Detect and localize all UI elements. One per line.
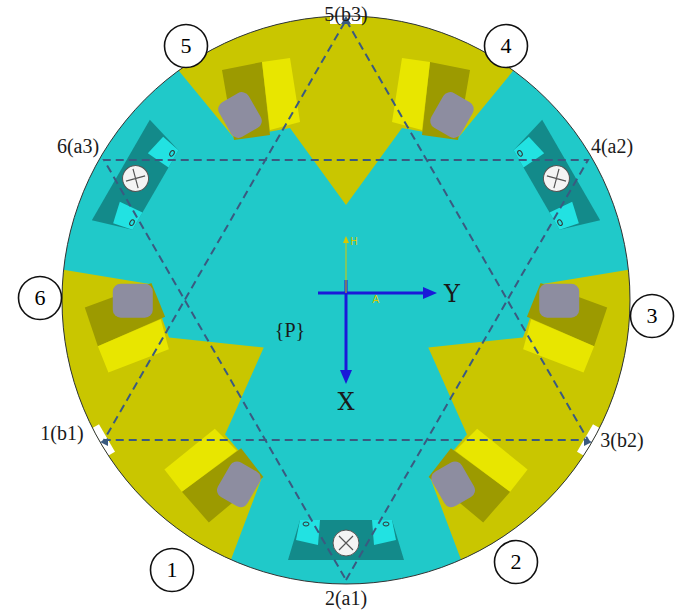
cad-axis-label: A [373,295,380,305]
joint-label: 3(b2) [600,430,643,450]
cad-axis-label: H [350,237,358,247]
callout-number: 6 [35,285,46,311]
joint-label: 2(a1) [325,588,367,608]
callout-circle: 2 [493,539,539,585]
callout-number: 4 [501,33,512,59]
axis-label: Y [444,282,460,306]
callout-circle: 1 [149,547,195,593]
callout-number: 5 [181,33,192,59]
joint-label: 1(b1) [40,423,83,443]
callout-number: 1 [167,557,178,583]
callout-circle: 4 [483,23,529,69]
callout-circle: 3 [629,293,675,339]
axis-label: X [337,390,354,414]
joint-label: {P} [275,320,305,340]
callout-number: 3 [647,303,658,329]
joint-label: 6(a3) [57,136,99,156]
joint-label: 4(a2) [591,136,633,156]
callout-circle: 6 [17,275,63,321]
joint-label: 5(b3) [324,4,367,24]
callout-circle: 5 [163,23,209,69]
callout-number: 2 [511,549,522,575]
